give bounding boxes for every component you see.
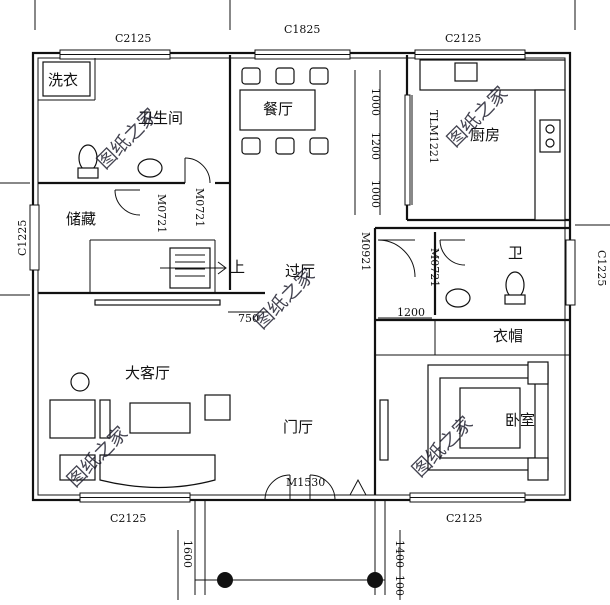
code-top-mid-window: C1825 bbox=[284, 23, 320, 36]
door-bath-right bbox=[439, 239, 466, 266]
dim-1200: 1200 bbox=[369, 132, 382, 160]
code-door-hall: M0921 bbox=[359, 232, 372, 271]
toilet-right bbox=[445, 271, 526, 308]
kitchen-counter bbox=[419, 59, 566, 221]
dim-750: 750 bbox=[238, 312, 259, 325]
door-bath-top bbox=[184, 157, 211, 184]
door-storage bbox=[114, 189, 141, 216]
front-steps bbox=[194, 478, 386, 595]
code-top-left-window: C2125 bbox=[115, 32, 151, 45]
code-door-storage: M0721 bbox=[155, 194, 168, 233]
label-bathroom-right: 卫 bbox=[508, 244, 523, 262]
label-wardrobe: 衣帽 bbox=[493, 327, 523, 345]
living-furniture bbox=[49, 299, 231, 489]
code-left-window: C1225 bbox=[16, 220, 29, 256]
code-top-right-window: C2125 bbox=[445, 32, 481, 45]
label-laundry: 洗衣 bbox=[48, 71, 78, 89]
axis-lines bbox=[0, 0, 610, 296]
kitchen-sliding-door bbox=[404, 94, 413, 206]
dimension-ticks bbox=[177, 311, 432, 600]
dim-1000b: 1000 bbox=[369, 180, 382, 208]
code-front-door: M1530 bbox=[286, 476, 325, 489]
stairs bbox=[160, 247, 227, 289]
dining-set bbox=[239, 67, 329, 155]
code-door-bath-right: M0721 bbox=[428, 248, 441, 287]
label-hall: 过厅 bbox=[285, 262, 315, 280]
washing-machine bbox=[42, 61, 91, 97]
code-kitchen-door: TLM1221 bbox=[427, 110, 440, 164]
bed-set bbox=[379, 361, 549, 481]
dim-1200b: 1200 bbox=[397, 306, 425, 319]
code-bottom-left-window: C2125 bbox=[110, 512, 146, 525]
label-bedroom: 卧室 bbox=[505, 411, 535, 429]
code-door-bath-top: M0721 bbox=[193, 188, 206, 227]
dim-1000a: 1000 bbox=[369, 88, 382, 116]
window-right bbox=[565, 239, 576, 306]
front-door bbox=[264, 474, 336, 501]
label-storage: 储藏 bbox=[66, 210, 96, 228]
interior-walls bbox=[38, 55, 570, 495]
label-foyer: 门厅 bbox=[283, 418, 313, 436]
label-up: 上 bbox=[230, 258, 245, 276]
door-hall bbox=[377, 239, 416, 278]
code-bottom-right-window: C2125 bbox=[446, 512, 482, 525]
code-right-window: C1225 bbox=[595, 250, 608, 286]
window-left bbox=[29, 204, 40, 271]
label-kitchen: 厨房 bbox=[470, 126, 500, 144]
dim-1600: 1600 bbox=[181, 540, 194, 568]
label-dining: 餐厅 bbox=[263, 100, 293, 118]
label-living: 大客厅 bbox=[125, 364, 170, 382]
label-bathroom-top: 卫生间 bbox=[138, 109, 183, 127]
toilet-top bbox=[77, 144, 163, 179]
